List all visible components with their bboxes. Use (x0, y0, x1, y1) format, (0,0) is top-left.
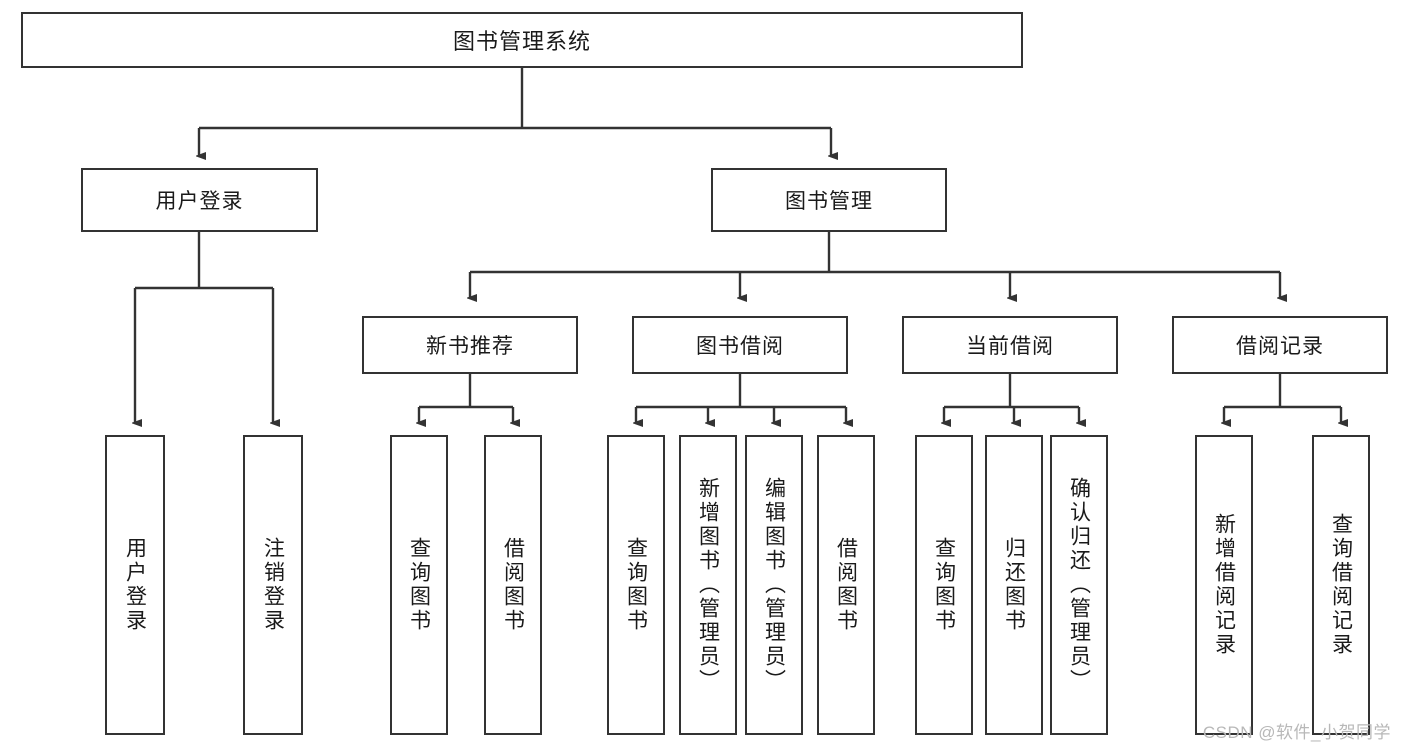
leaf-current-borrow-confirm-return[interactable]: 确认归还（管理员） (1050, 435, 1108, 735)
node-book-management[interactable]: 图书管理 (711, 168, 947, 232)
leaf-new-book-borrow[interactable]: 借阅图书 (484, 435, 542, 735)
node-new-book-recommend-label: 新书推荐 (426, 335, 514, 358)
leaf-new-book-query[interactable]: 查询图书 (390, 435, 448, 735)
leaf-book-borrow-query-label: 查询图书 (624, 537, 648, 633)
leaf-new-book-borrow-label: 借阅图书 (501, 537, 525, 633)
leaf-user-login-signout[interactable]: 注销登录 (243, 435, 303, 735)
node-user-login-label: 用户登录 (155, 190, 244, 213)
leaf-book-borrow-edit-label: 编辑图书（管理员） (762, 477, 786, 693)
leaf-current-borrow-query[interactable]: 查询图书 (915, 435, 973, 735)
leaf-user-login-signin[interactable]: 用户登录 (105, 435, 165, 735)
leaf-borrow-record-add-label: 新增借阅记录 (1212, 513, 1236, 657)
leaf-user-login-signin-label: 用户登录 (123, 537, 147, 633)
node-root-system[interactable]: 图书管理系统 (21, 12, 1023, 68)
node-borrow-record-label: 借阅记录 (1236, 335, 1324, 358)
leaf-book-borrow-query[interactable]: 查询图书 (607, 435, 665, 735)
leaf-borrow-record-add[interactable]: 新增借阅记录 (1195, 435, 1253, 735)
leaf-current-borrow-return[interactable]: 归还图书 (985, 435, 1043, 735)
leaf-user-login-signout-label: 注销登录 (261, 537, 285, 633)
node-current-borrow-label: 当前借阅 (966, 335, 1054, 358)
leaf-book-borrow-borrow[interactable]: 借阅图书 (817, 435, 875, 735)
node-new-book-recommend[interactable]: 新书推荐 (362, 316, 578, 374)
node-borrow-record[interactable]: 借阅记录 (1172, 316, 1388, 374)
watermark-text: CSDN @软件_小贺同学 (1202, 723, 1391, 742)
leaf-current-borrow-query-label: 查询图书 (932, 537, 956, 633)
leaf-book-borrow-add-label: 新增图书（管理员） (696, 477, 720, 693)
leaf-book-borrow-borrow-label: 借阅图书 (834, 537, 858, 633)
node-root-system-label: 图书管理系统 (452, 29, 591, 54)
node-book-borrow[interactable]: 图书借阅 (632, 316, 848, 374)
node-user-login[interactable]: 用户登录 (81, 168, 318, 232)
leaf-current-borrow-return-label: 归还图书 (1002, 537, 1026, 633)
leaf-borrow-record-query-label: 查询借阅记录 (1329, 513, 1353, 657)
leaf-current-borrow-confirm-return-label: 确认归还（管理员） (1067, 477, 1091, 693)
leaf-book-borrow-add[interactable]: 新增图书（管理员） (679, 435, 737, 735)
leaf-borrow-record-query[interactable]: 查询借阅记录 (1312, 435, 1370, 735)
node-book-management-label: 图书管理 (785, 190, 873, 213)
leaf-new-book-query-label: 查询图书 (407, 537, 431, 633)
node-current-borrow[interactable]: 当前借阅 (902, 316, 1118, 374)
node-book-borrow-label: 图书借阅 (696, 335, 784, 358)
leaf-book-borrow-edit[interactable]: 编辑图书（管理员） (745, 435, 803, 735)
